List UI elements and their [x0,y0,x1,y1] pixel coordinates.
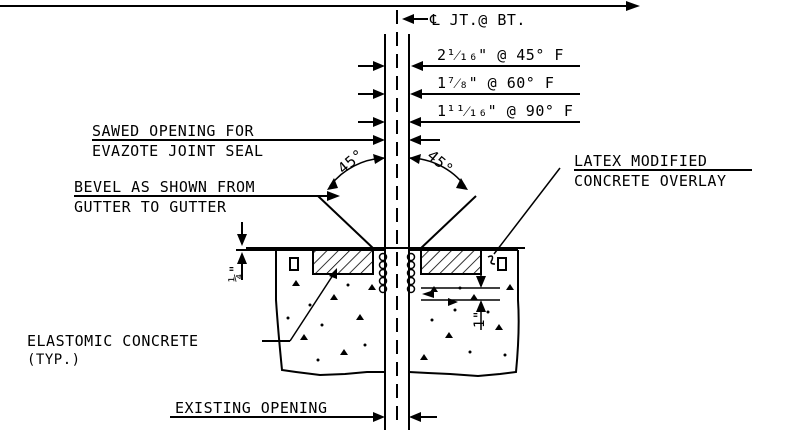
one-inch-dimension: 1" [421,260,500,330]
elastomic-callout: ELASTOMIC CONCRETE (TYP.) [27,268,337,368]
bevel-callout: BEVEL AS SHOWN FROM GUTTER TO GUTTER [74,178,340,216]
elastomic-block-left [312,249,374,275]
sawed-opening-callout: SAWED OPENING FOR EVAZOTE JOINT SEAL [92,122,440,160]
quarter-inch-dimension: ¼" [228,222,276,282]
centerline-joint-label: ℄ JT.@ BT. [429,11,526,29]
top-dimension-line [0,1,640,11]
gap-90-label: 1¹¹⁄₁₆" @ 90° F [437,102,573,120]
concrete-aggregate [286,280,514,362]
angle-left-label: 45° [334,145,367,177]
centerline-callout: ℄ JT.@ BT. [402,11,526,29]
sawed-opening-label-2: EVAZOTE JOINT SEAL [92,142,264,160]
elastomic-label-1: ELASTOMIC CONCRETE [27,332,199,350]
bevel-label-1: BEVEL AS SHOWN FROM [74,178,255,196]
elastomic-block-right [420,249,482,275]
quarter-inch-label: ¼" [228,264,244,282]
gap-60-label: 1⁷⁄₈" @ 60° F [437,74,554,92]
latex-label-2: CONCRETE OVERLAY [574,172,727,190]
existing-opening-label: EXISTING OPENING [175,399,328,417]
bevel-line-left [317,195,376,251]
bevel-line-right [418,195,477,251]
bevel-label-2: GUTTER TO GUTTER [74,198,227,216]
elastomic-label-2: (TYP.) [27,352,81,368]
existing-opening-dimension: EXISTING OPENING [170,398,437,430]
sawed-opening-label-1: SAWED OPENING FOR [92,122,254,140]
gap-45-label: 2¹⁄₁₆" @ 45° F [437,46,564,64]
gap-dimension-60: 1⁷⁄₈" @ 60° F [358,74,580,99]
gap-dimension-90: 1¹¹⁄₁₆" @ 90° F [358,102,580,127]
one-inch-label: 1" [472,310,488,328]
latex-label-1: LATEX MODIFIED [574,152,707,170]
joint-seal [378,252,416,294]
gap-dimension-45: 2¹⁄₁₆" @ 45° F [358,46,580,71]
latex-overlay-callout: LATEX MODIFIED CONCRETE OVERLAY [487,152,752,265]
